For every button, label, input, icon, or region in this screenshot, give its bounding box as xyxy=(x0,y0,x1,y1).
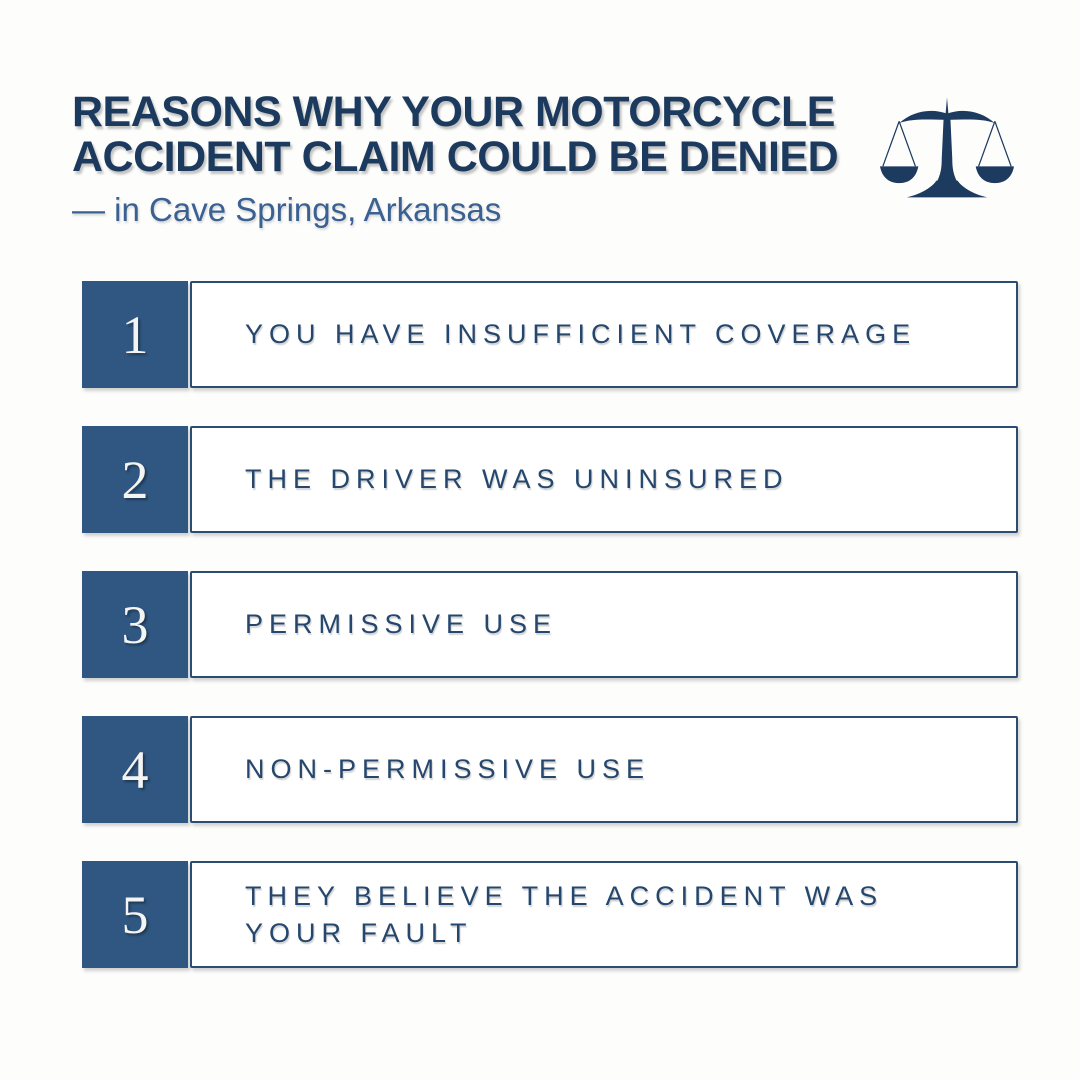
item-label: THEY BELIEVE THE ACCIDENT WAS YOUR FAULT xyxy=(245,880,884,948)
item-label: NON-PERMISSIVE USE xyxy=(245,754,651,785)
item-number-badge: 5 xyxy=(82,861,188,969)
item-number-badge: 4 xyxy=(82,716,188,824)
item-label: THE DRIVER WAS UNINSURED xyxy=(245,464,789,495)
item-label: PERMISSIVE USE xyxy=(245,609,558,640)
item-label-box: THE DRIVER WAS UNINSURED xyxy=(190,426,1018,534)
list-item: 5 THEY BELIEVE THE ACCIDENT WAS YOUR FAU… xyxy=(82,861,1018,969)
item-label-box: THEY BELIEVE THE ACCIDENT WAS YOUR FAULT xyxy=(190,861,1018,969)
item-label-box: NON-PERMISSIVE USE xyxy=(190,716,1018,824)
item-label-box: YOU HAVE INSUFFICIENT COVERAGE xyxy=(190,281,1018,389)
item-label-box: PERMISSIVE USE xyxy=(190,571,1018,679)
page-title-line1: REASONS WHY YOUR MOTORCYCLE xyxy=(72,88,835,136)
list-item: 3 PERMISSIVE USE xyxy=(82,571,1018,679)
list-item: 1 YOU HAVE INSUFFICIENT COVERAGE xyxy=(82,281,1018,389)
reasons-list: 1 YOU HAVE INSUFFICIENT COVERAGE 2 THE D… xyxy=(72,281,1018,969)
list-item: 4 NON-PERMISSIVE USE xyxy=(82,716,1018,824)
page-subtitle: — in Cave Springs, Arkansas xyxy=(72,191,502,229)
list-item: 2 THE DRIVER WAS UNINSURED xyxy=(82,426,1018,534)
item-label: YOU HAVE INSUFFICIENT COVERAGE xyxy=(245,319,917,350)
item-number-badge: 2 xyxy=(82,426,188,534)
scales-of-justice-icon xyxy=(880,92,1014,210)
header: REASONS WHY YOUR MOTORCYCLE ACCIDENT CLA… xyxy=(72,90,1018,229)
title-block: REASONS WHY YOUR MOTORCYCLE ACCIDENT CLA… xyxy=(72,90,880,229)
page-title: REASONS WHY YOUR MOTORCYCLE ACCIDENT CLA… xyxy=(72,90,880,179)
item-number-badge: 1 xyxy=(82,281,188,389)
item-number-badge: 3 xyxy=(82,571,188,679)
page-title-line2: ACCIDENT CLAIM COULD BE DENIED xyxy=(72,132,839,181)
